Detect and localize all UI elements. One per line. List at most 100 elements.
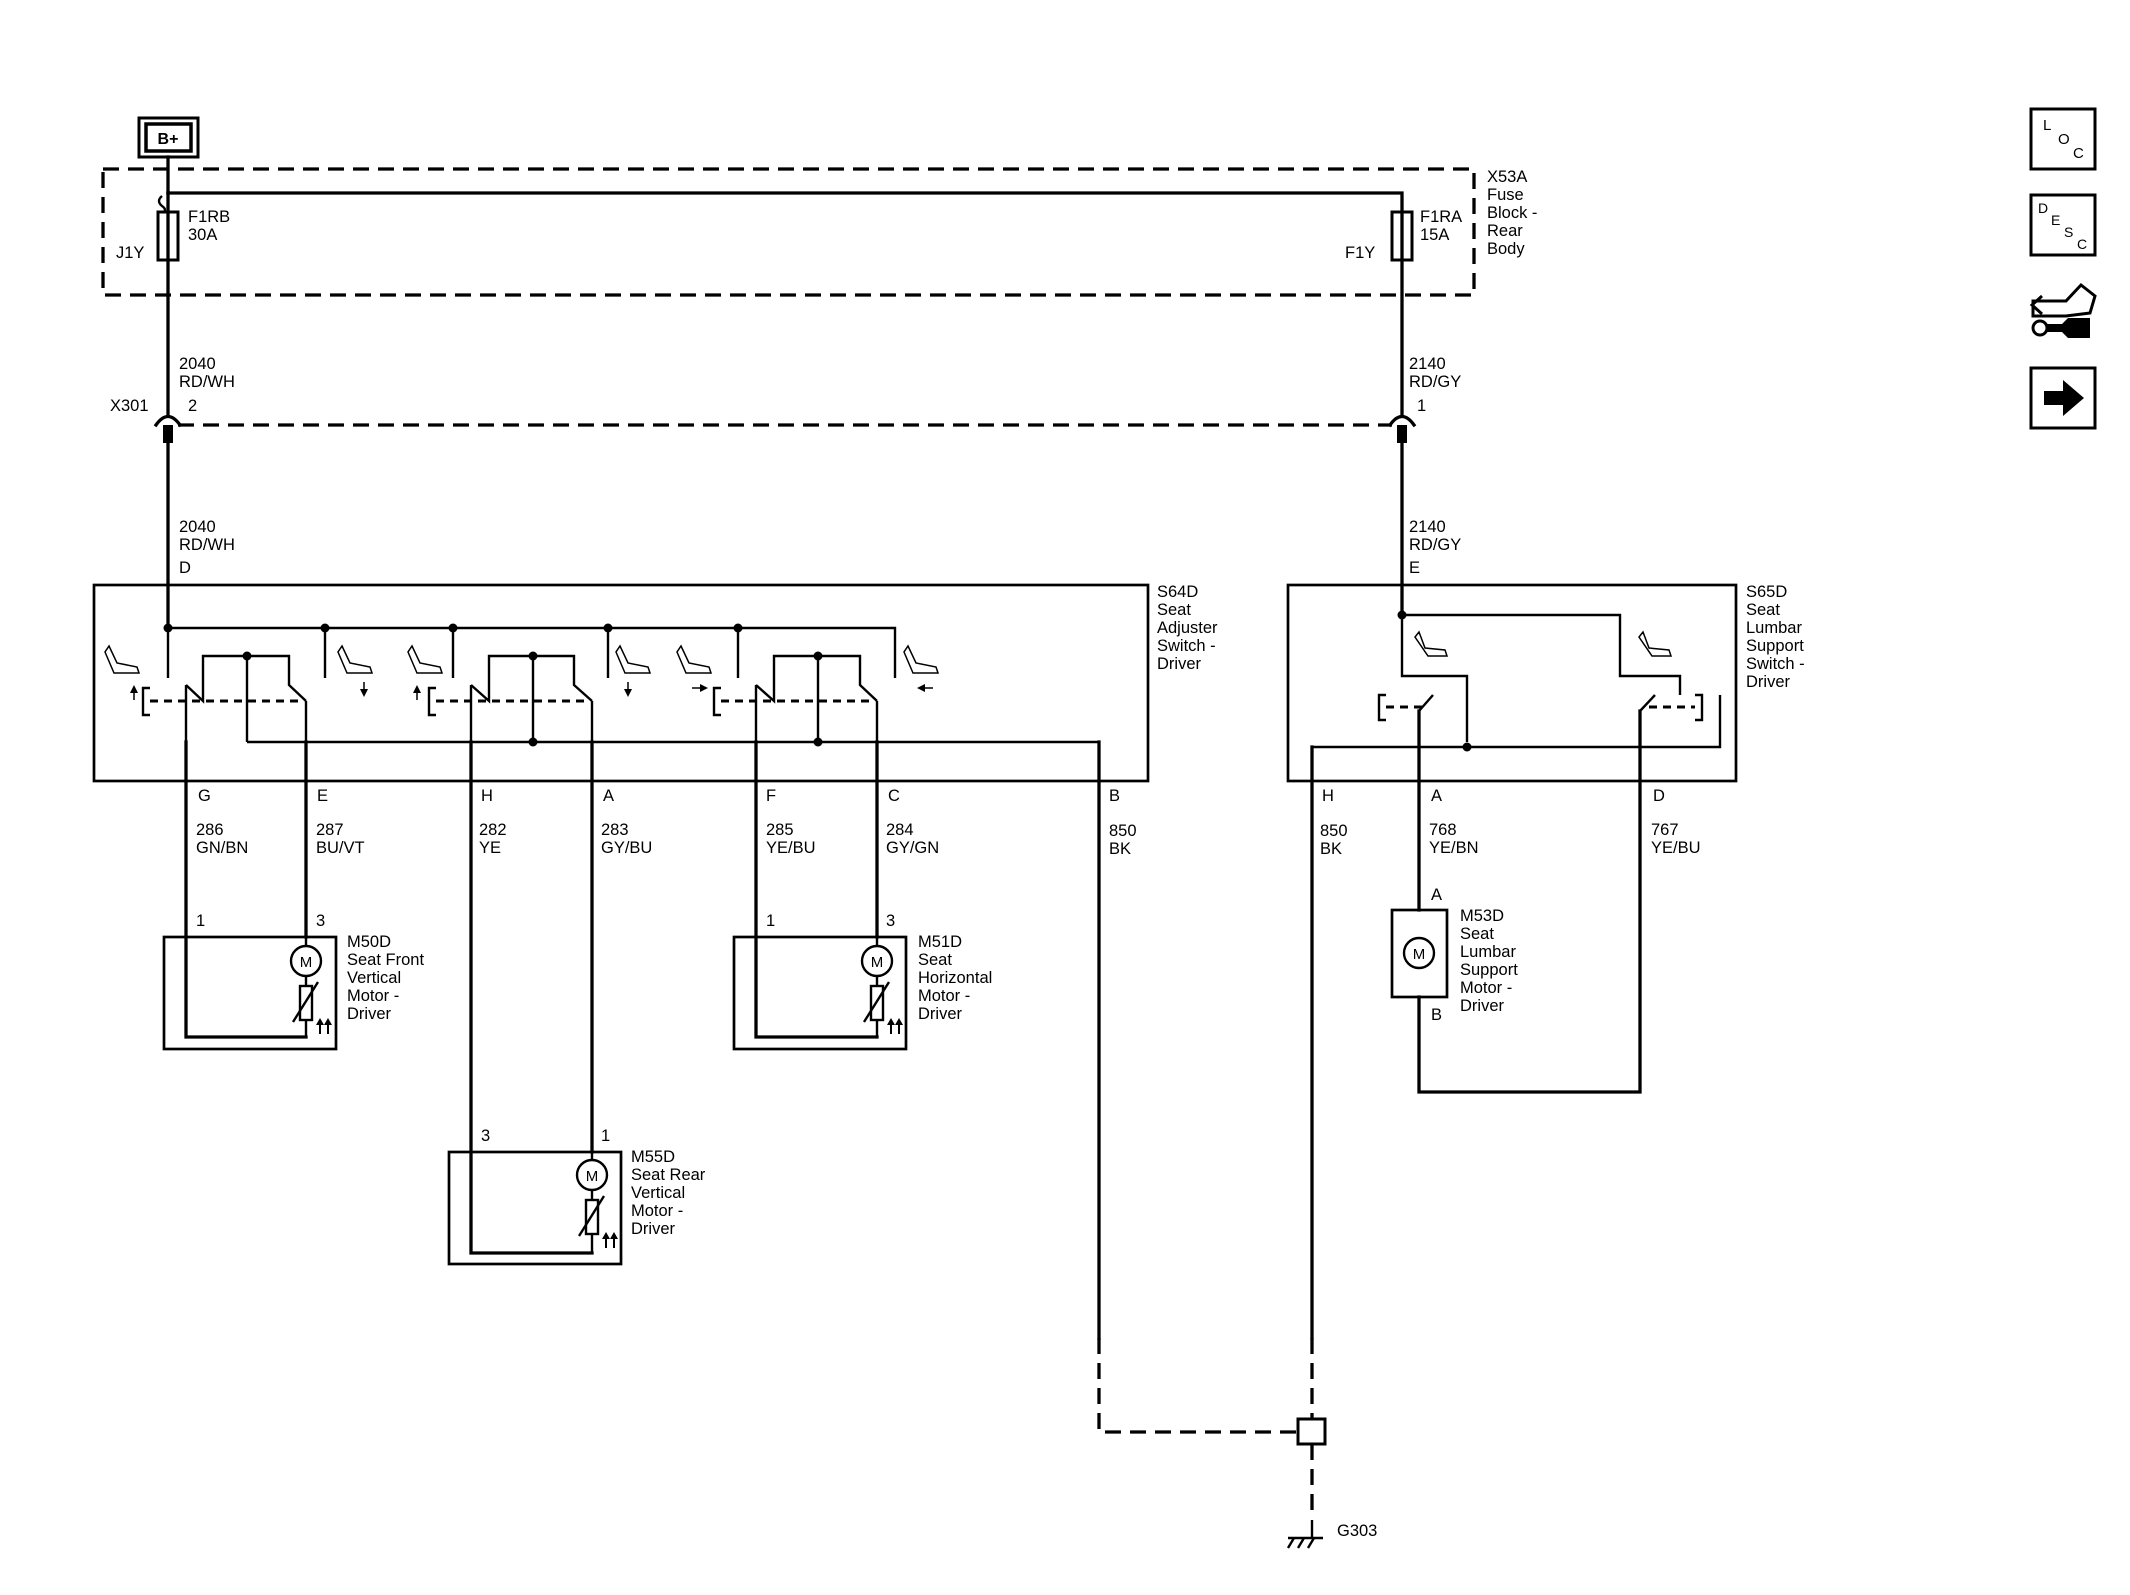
motor-m53d-desc-1: Seat [1460, 925, 1494, 943]
motor-m53d: M A B M53D Seat Lumbar Support Motor - D… [1390, 886, 1518, 1024]
connector-info-icon[interactable] [2029, 282, 2097, 338]
wire-2040-top-color: RD/WH [179, 373, 235, 391]
wire-283-circuit: 283 [601, 821, 629, 839]
wire-287-color: BU/VT [316, 839, 365, 857]
wire-767-circuit: 767 [1651, 821, 1679, 839]
motor-m50d-desc-1: Seat Front [347, 951, 424, 969]
motor-m51d-pin-left: 1 [766, 912, 775, 930]
description-icon[interactable]: D E S C [2029, 193, 2097, 257]
wire-282-circuit: 282 [479, 821, 507, 839]
connector-x301-pin-right: 1 [1417, 397, 1426, 415]
fuse-f1ra: F1RA 15A F1Y [1345, 208, 1462, 262]
wire-768-circuit: 768 [1429, 821, 1457, 839]
wire-282-color: YE [479, 839, 501, 857]
fuse-block-desc-2: Block - [1487, 204, 1537, 222]
wire-2140-top-circuit: 2140 [1409, 355, 1446, 373]
s64d-pin-f: F [766, 787, 776, 805]
next-arrow-icon[interactable] [2029, 366, 2097, 430]
s65d-pin-d: D [1653, 787, 1665, 805]
fuse-f1ra-name: F1RA [1420, 208, 1462, 226]
wire-284-circuit: 284 [886, 821, 914, 839]
motor-m53d-desc-2: Lumbar [1460, 943, 1516, 961]
wire-850-right-color: BK [1320, 840, 1342, 858]
fuse-f1ra-term: F1Y [1345, 244, 1375, 262]
wire-283-color: GY/BU [601, 839, 652, 857]
wire-2140-top-color: RD/GY [1409, 373, 1461, 391]
location-icon[interactable]: L O C [2029, 107, 2097, 171]
wire-286-color: GN/BN [196, 839, 248, 857]
fuse-f1rb-name: F1RB [188, 208, 230, 226]
motor-m50d-desc-3: Motor - [347, 987, 399, 1005]
motor-m50d-symbol: M [300, 954, 313, 971]
location-icon-l1: L [2043, 117, 2051, 134]
wire-286 [184, 740, 308, 1039]
motor-m50d-pin-left: 1 [196, 912, 205, 930]
switch-s64d: S64D Seat Adjuster Switch - Driver [92, 583, 1218, 783]
description-icon-l2: E [2051, 212, 2060, 228]
wire-284-color: GY/GN [886, 839, 939, 857]
motor-m50d-name: M50D [347, 933, 391, 951]
wire-2040-bot-circuit: 2040 [179, 518, 216, 536]
motor-m50d: M 1 3 M50D Seat Front Vertical Motor - D… [162, 912, 424, 1051]
s64d-desc-2: Adjuster [1157, 619, 1218, 637]
ground-g303: G303 [1097, 1338, 1377, 1549]
motor-m53d-pin-bottom: B [1431, 1006, 1442, 1024]
wire-2040-bot-color: RD/WH [179, 536, 235, 554]
s65d-pin-e: E [1409, 559, 1420, 577]
wire-2040-top-circuit: 2040 [179, 355, 216, 373]
s65d-desc-2: Lumbar [1746, 619, 1802, 637]
s64d-pin-e: E [317, 787, 328, 805]
motor-m53d-name: M53D [1460, 907, 1504, 925]
motor-m55d-desc-2: Vertical [631, 1184, 685, 1202]
location-icon-l3: C [2073, 145, 2084, 162]
description-icon-l3: S [2064, 224, 2073, 240]
s65d-desc-4: Switch - [1746, 655, 1805, 673]
s65d-desc-5: Driver [1746, 673, 1791, 691]
motor-m55d-symbol: M [586, 1168, 599, 1185]
description-icon-l1: D [2038, 200, 2048, 216]
s64d-desc-1: Seat [1157, 601, 1191, 619]
motor-m53d-desc-3: Support [1460, 961, 1518, 979]
wire-2140-bot-circuit: 2140 [1409, 518, 1446, 536]
wire-768-color: YE/BN [1429, 839, 1479, 857]
connector-x301: X301 2 1 [110, 397, 1426, 443]
s65d-desc-3: Support [1746, 637, 1804, 655]
s64d-pin-b: B [1109, 787, 1120, 805]
wire-850-left-color: BK [1109, 840, 1131, 858]
motor-m55d-pin-left: 3 [481, 1127, 490, 1145]
s64d-name: S64D [1157, 583, 1198, 601]
fuse-f1ra-rating: 15A [1420, 226, 1449, 244]
motor-m51d-name: M51D [918, 933, 962, 951]
motor-m50d-pin-right: 3 [316, 912, 325, 930]
s64d-pin-h: H [481, 787, 493, 805]
wire-767-color: YE/BU [1651, 839, 1701, 857]
s64d-desc-4: Driver [1157, 655, 1202, 673]
wire-850-right-circuit: 850 [1320, 822, 1348, 840]
fuse-block-desc-3: Rear [1487, 222, 1523, 240]
location-icon-l2: O [2058, 131, 2070, 148]
motor-m51d-desc-4: Driver [918, 1005, 963, 1023]
fuse-block-x53a: X53A Fuse Block - Rear Body [101, 167, 1537, 297]
motor-m55d-desc-4: Driver [631, 1220, 676, 1238]
wire-285-circuit: 285 [766, 821, 794, 839]
ground-g303-name: G303 [1337, 1522, 1377, 1540]
s65d-pin-a: A [1431, 787, 1442, 805]
s65d-pin-h: H [1322, 787, 1334, 805]
fuse-bus-wire [166, 191, 1404, 214]
s64d-pin-g: G [198, 787, 211, 805]
fuse-f1rb-term: J1Y [116, 244, 144, 262]
wire-2140-bot-color: RD/GY [1409, 536, 1461, 554]
fuse-block-desc-4: Body [1487, 240, 1525, 258]
motor-m50d-desc-4: Driver [347, 1005, 392, 1023]
motor-m53d-desc-5: Driver [1460, 997, 1505, 1015]
fuse-f1rb: F1RB 30A J1Y [116, 191, 230, 262]
fuse-block-name: X53A [1487, 168, 1527, 186]
motor-m51d-desc-3: Motor - [918, 987, 970, 1005]
motor-m51d: M 1 3 M51D Seat Horizontal Motor - Drive… [732, 912, 992, 1051]
power-source: B+ [137, 116, 200, 159]
motor-m55d: M 3 1 M55D Seat Rear Vertical Motor - Dr… [447, 1127, 706, 1266]
motor-m55d-pin-right: 1 [601, 1127, 610, 1145]
motor-m55d-name: M55D [631, 1148, 675, 1166]
wire-767 [1417, 709, 1642, 1094]
